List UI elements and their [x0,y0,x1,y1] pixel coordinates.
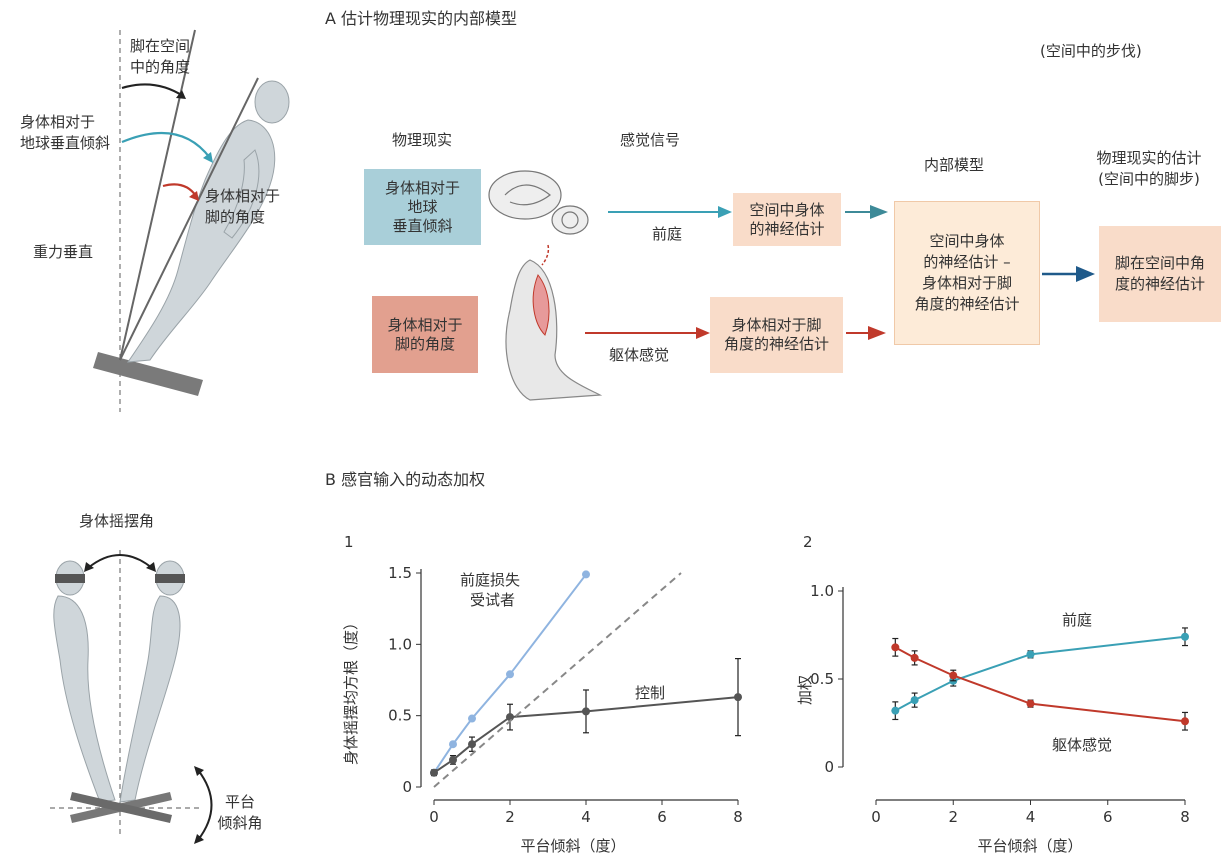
series-line [894,646,1186,723]
x-tick-label: 4 [581,808,591,826]
physical-header: 物理现实 [392,131,453,149]
chart1-legend-control: 控制 [635,684,665,702]
y-tick-label: 0 [824,758,834,776]
sway-illustration [50,550,213,844]
data-point [430,768,438,777]
flow-graphics [488,170,1095,401]
foot-angle-arrow [121,83,184,97]
data-point [1026,650,1035,659]
data-point [1181,717,1189,726]
x-tick-label: 6 [657,808,667,826]
chart2-panel-label: 2 [803,533,813,551]
chart1-ylabel: 身体摇摆均方根（度） [342,615,360,765]
x-tick-label: 4 [1026,808,1036,826]
x-tick-label: 2 [505,808,515,826]
platform-label: 平台 倾斜角 [217,793,263,832]
leg-muscle-icon [505,244,603,401]
chart2-ylabel: 加权 [796,675,814,705]
series-line [433,572,682,788]
data-point [891,643,900,652]
x-tick-label: 6 [1103,808,1113,826]
y-tick-label: 0 [402,778,412,796]
sway-label: 身体摇摆角 [79,512,155,530]
data-point [910,653,919,662]
gravity-label: 重力垂直 [33,243,94,261]
data-point [449,755,457,764]
inner-ear-icon [488,170,589,235]
chart2-legend-somato: 躯体感觉 [1052,736,1112,754]
y-tick-label: 1.0 [810,582,834,600]
x-tick-label: 2 [948,808,958,826]
body-tilt-label: 身体相对于 地球垂直倾斜 [20,113,111,152]
chart-2: 加权 平台倾斜（度） 前庭 躯体感觉 0 2 4 6 8 0 0.5 1.0 [796,582,1190,855]
x-tick-label: 0 [429,808,439,826]
data-point [1181,632,1189,641]
data-point [506,670,514,679]
estimate-header: 物理现实的估计 (空间中的脚步) [1096,149,1202,188]
body-foot-label: 身体相对于 脚的角度 [205,187,281,226]
x-tick-label: 8 [733,808,743,826]
platform-shape [93,352,203,396]
neural-angle-box: 身体相对于脚 角度的神经估计 [710,297,843,373]
panel-a-title: A 估计物理现实的内部模型 [325,9,518,28]
neural-body-box: 空间中身体 的神经估计 [733,193,841,246]
data-point [734,693,742,702]
body-axis-line [119,77,259,361]
leaning-figure [126,80,290,363]
foot-estimate-box: 脚在空间中角 度的神经估计 [1099,226,1221,322]
chart1-panel-label: 1 [344,533,354,551]
body-foot-arrow [162,183,197,197]
body-tilt-arrow [121,131,211,159]
data-point [910,696,919,705]
chart2-xlabel: 平台倾斜（度） [977,837,1082,855]
chart1-legend-vestibular-loss: 前庭损失 受试者 [460,571,525,609]
legend-line-2: 受试者 [470,591,515,609]
data-point [468,714,476,723]
y-tick-label: 1.0 [388,635,412,653]
foot-angle-label: 脚在空间 中的角度 [130,37,191,76]
chart1-xlabel: 平台倾斜（度） [520,837,625,855]
data-point [582,570,590,579]
x-tick-label: 0 [871,808,881,826]
data-point [582,707,590,716]
stance-illustration [93,29,290,412]
y-tick-label: 1.5 [388,564,412,582]
series-line [894,635,1186,712]
internal-header: 内部模型 [924,156,985,174]
internal-model-box: 空间中身体 的神经估计 – 身体相对于脚 角度的神经估计 [894,201,1040,345]
vestibular-label: 前庭 [652,225,683,243]
data-point [449,740,457,749]
data-point [1026,699,1035,708]
panel-a-subtitle: (空间中的步伐) [1040,42,1142,60]
angle-box: 身体相对于 脚的角度 [372,296,478,373]
y-tick-label: 0.5 [810,670,834,688]
foot-angle-line [119,29,196,361]
chart2-legend-vestibular: 前庭 [1062,611,1092,629]
data-point [468,740,476,749]
data-point [891,706,900,715]
x-tick-label: 8 [1180,808,1190,826]
panel-b-title: B 感官输入的动态加权 [325,470,486,489]
chart-1: 身体摇摆均方根（度） 平台倾斜（度） 前庭损失 受试者 控制 0 2 4 6 8 0 0.5… [342,564,743,855]
data-point [506,713,514,722]
somato-label: 躯体感觉 [609,346,670,364]
data-point [949,671,958,680]
y-tick-label: 0.5 [388,707,412,725]
sensory-header: 感觉信号 [620,131,681,149]
swaying-figures [53,560,185,803]
legend-line-1: 前庭损失 [460,571,520,589]
tilt-box: 身体相对于 地球 垂直倾斜 [364,169,481,245]
